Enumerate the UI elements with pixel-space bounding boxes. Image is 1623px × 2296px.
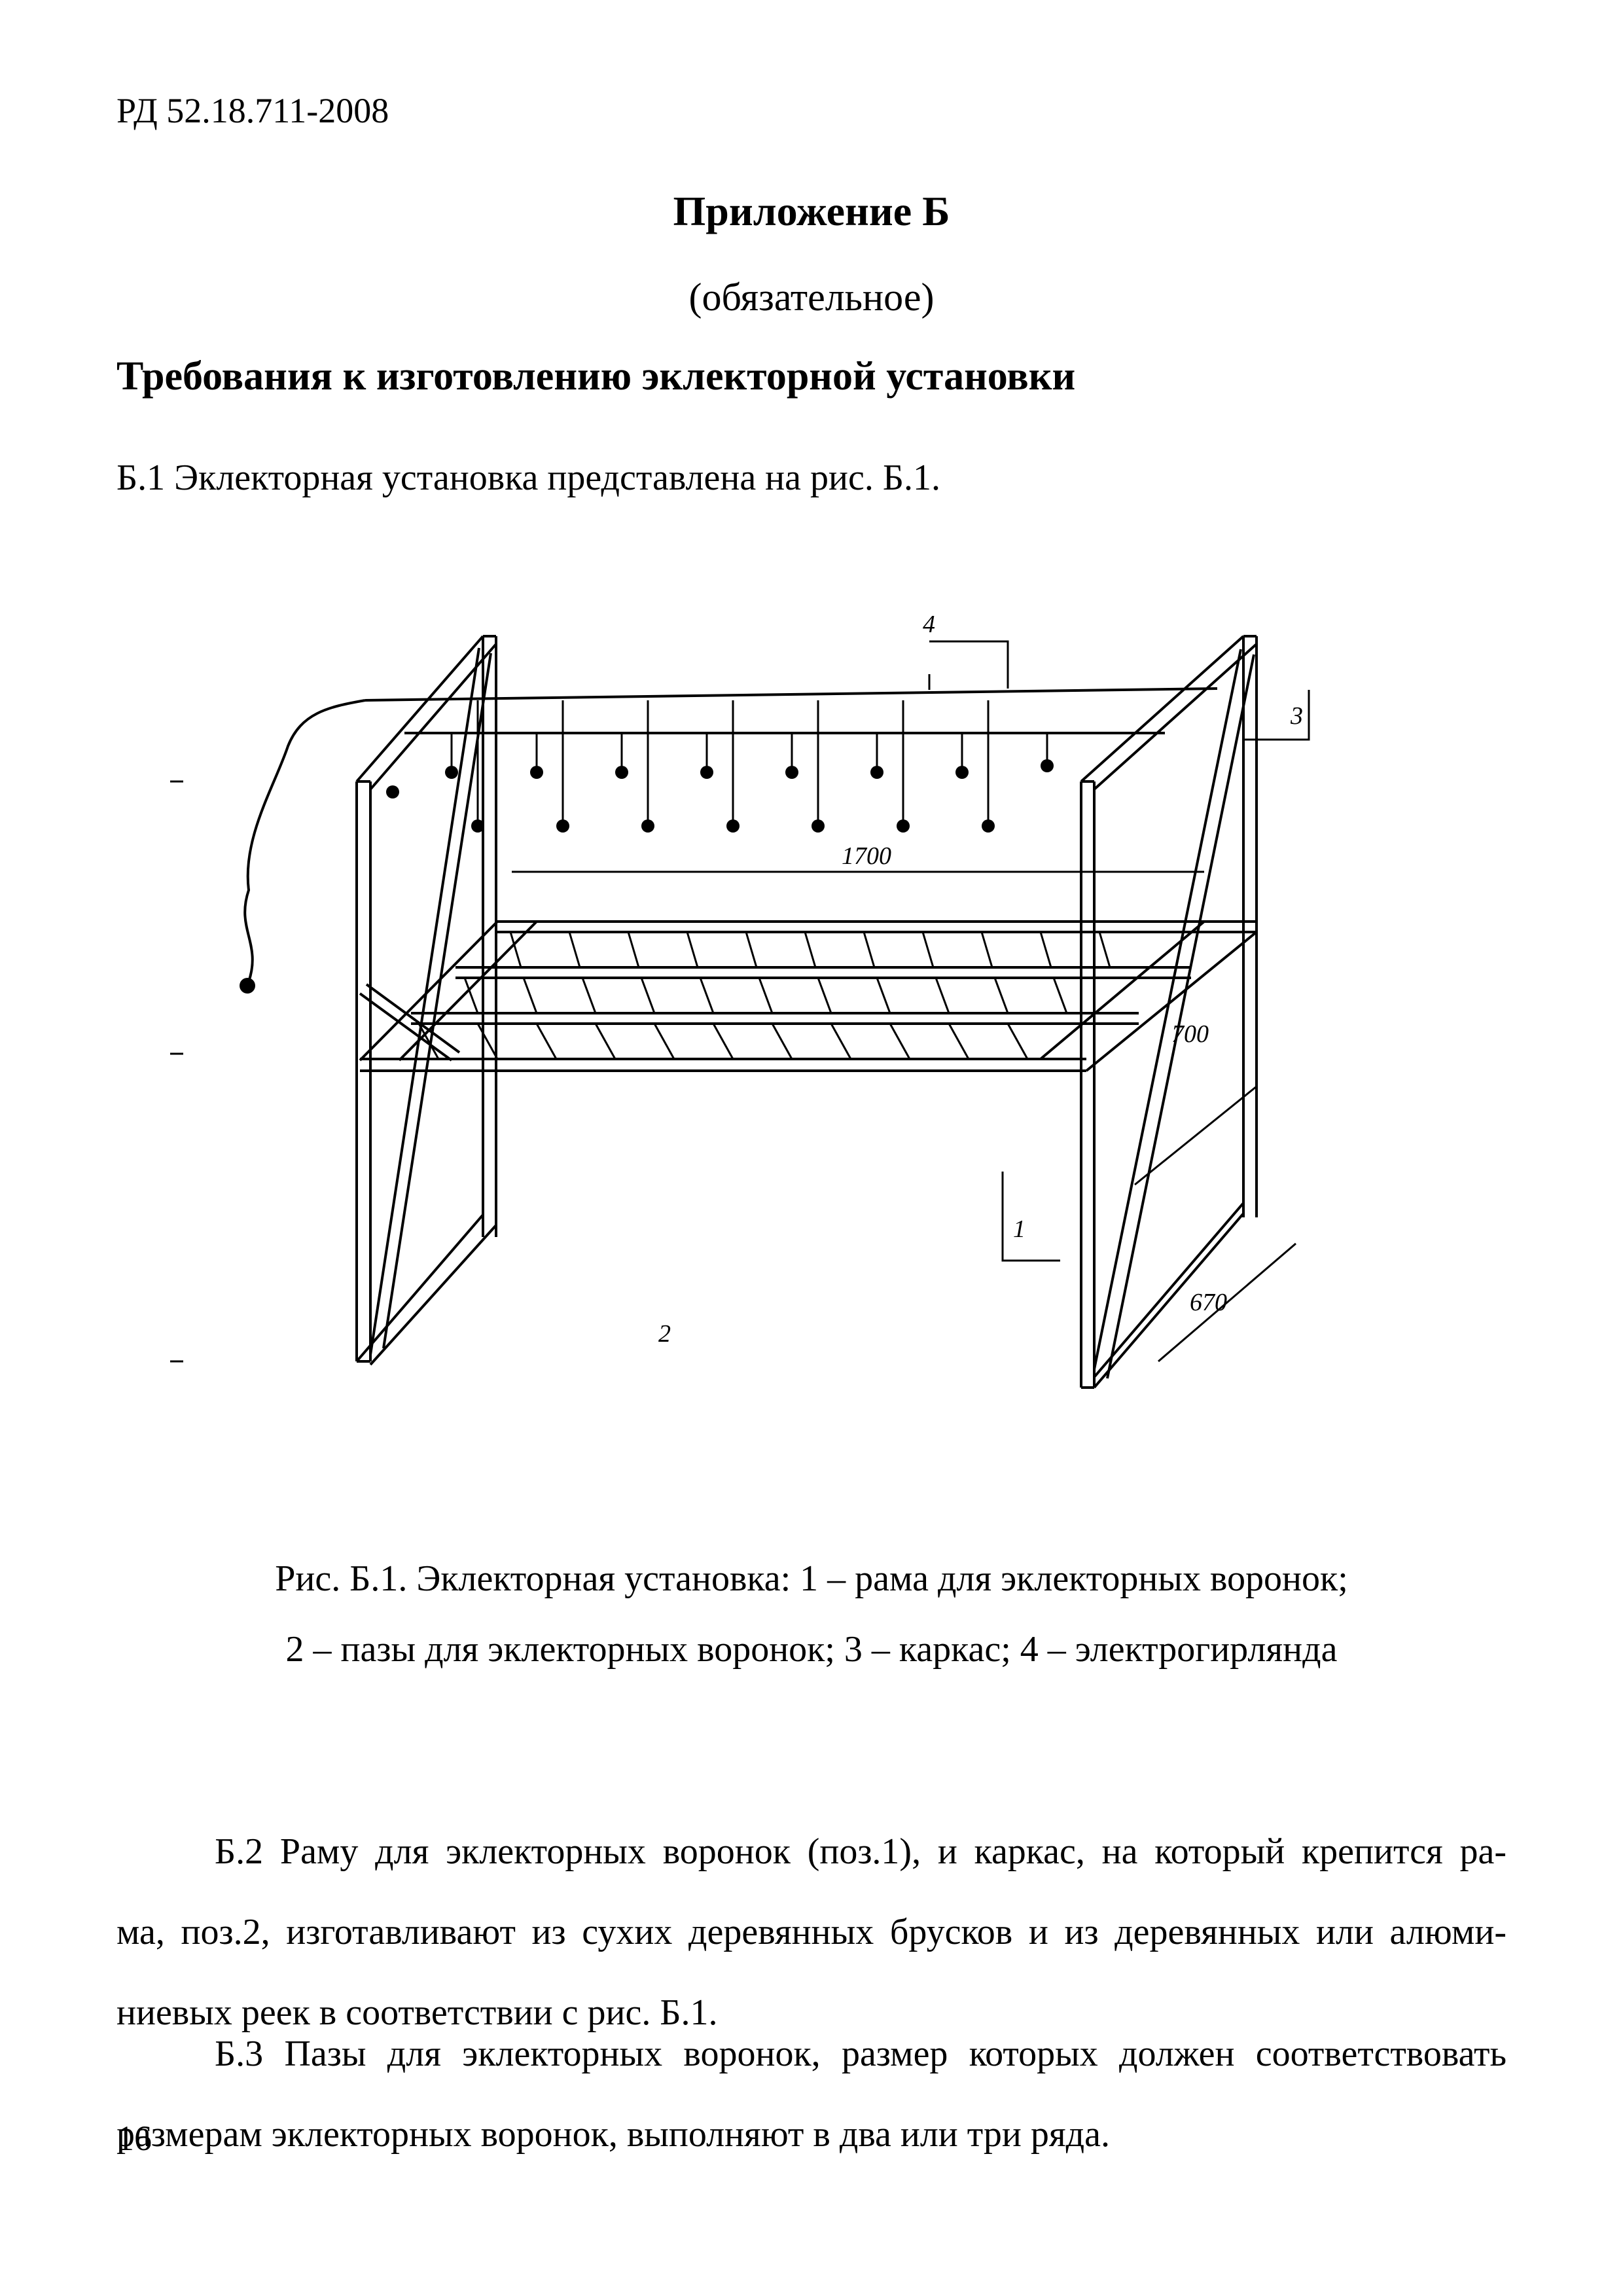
figure-caption-line1: Рис. Б.1. Эклекторная установка: 1 – рам…: [275, 1558, 1348, 1599]
paragraph-b2-line: ма, поз.2, изготавливают из сухих деревя…: [116, 1912, 1507, 1952]
dim-depth-label: 670: [1190, 1289, 1227, 1316]
paragraph-b3-line: Б.3 Пазы для эклекторных воронок, размер…: [215, 2034, 1507, 2074]
callout-garland-label: 4: [923, 611, 935, 638]
appendix-title: Приложение Б: [673, 188, 950, 234]
callout-frame-label: 1: [1013, 1215, 1026, 1243]
dim-width-label: 1700: [842, 842, 891, 870]
figure-caption-line2: 2 – пазы для эклекторных воронок; 3 – ка…: [285, 1629, 1338, 1670]
paragraph-b3: Б.3 Пазы для эклекторных воронок, размер…: [116, 2014, 1507, 2175]
callout-slots-label: 2: [658, 1320, 671, 1348]
callout-carcass-label: 3: [1290, 702, 1303, 730]
paragraph-b2-line: ниевых реек в соответствии с рис. Б.1.: [116, 1992, 718, 2033]
document-code: РД 52.18.711-2008: [116, 91, 389, 130]
page-number: 16: [116, 2119, 152, 2158]
figure-ekletor-installation: 1700 640 500 700 670 1 2 3 4: [170, 611, 1310, 1389]
paragraph-b1: Б.1 Эклекторная установка представлена н…: [116, 457, 940, 498]
paragraph-b3-line: размерам эклекторных воронок, выполняют …: [116, 2114, 1110, 2155]
dim-depth-frame-label: 700: [1171, 1020, 1209, 1048]
paragraph-b2-line: Б.2 Раму для эклекторных воронок (поз.1)…: [215, 1831, 1507, 1872]
appendix-subtitle: (обязательное): [688, 276, 935, 319]
section-title: Требования к изготовлению эклекторной ус…: [116, 354, 1076, 399]
paragraph-b2: Б.2 Раму для эклекторных воронок (поз.1)…: [116, 1812, 1507, 2053]
